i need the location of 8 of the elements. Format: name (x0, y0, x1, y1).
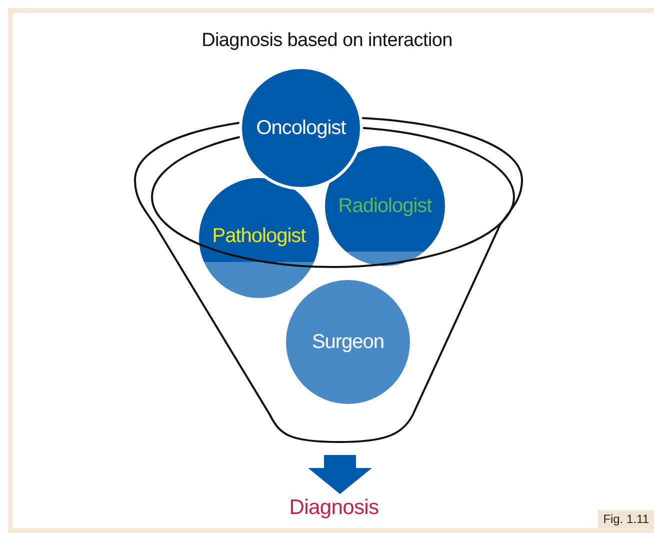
circle-node: Pathologist (199, 178, 319, 298)
block-arrow (308, 455, 372, 494)
circle-node: Radiologist (325, 146, 445, 266)
figure-number: Fig. 1.11 (598, 510, 654, 528)
circle-node: Oncologist (239, 66, 363, 190)
circle-node: Surgeon (286, 280, 410, 404)
result-text: Diagnosis (254, 496, 414, 520)
title: Diagnosis based on interaction (200, 30, 454, 52)
